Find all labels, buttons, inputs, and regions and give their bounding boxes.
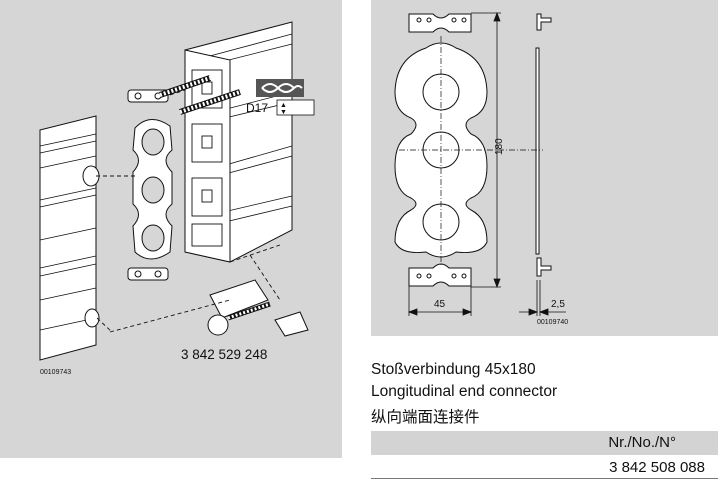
order-number-header: Nr./No./N° bbox=[608, 434, 676, 451]
technical-drawing-panel: 180 45 2,5 00109740 bbox=[371, 0, 718, 336]
assembly-drawing-panel: ▲ ▼ D17 00109743 bbox=[0, 0, 342, 458]
height-dimension: 180 bbox=[494, 138, 505, 155]
assembly-drawing: ▲ ▼ D17 00109743 bbox=[39, 21, 315, 376]
callout-label: D17 bbox=[246, 101, 268, 115]
product-title-en: Longitudinal end connector bbox=[371, 383, 558, 400]
svg-text:▲: ▲ bbox=[280, 102, 287, 109]
left-drawing-code: 00109743 bbox=[40, 369, 71, 376]
product-title-de: Stoßverbindung 45x180 bbox=[371, 361, 536, 378]
technical-drawing: 180 45 2,5 00109740 bbox=[394, 11, 568, 326]
width-dimension: 45 bbox=[434, 299, 446, 310]
order-table-header: Nr./No./N° bbox=[371, 431, 718, 455]
table-divider bbox=[371, 478, 718, 479]
assembly-part-number: 3 842 529 248 bbox=[181, 347, 268, 362]
wrench-size-callout: ▲ ▼ D17 bbox=[246, 79, 315, 116]
thickness-dimension: 2,5 bbox=[551, 299, 565, 310]
right-drawing-code: 00109740 bbox=[537, 319, 568, 326]
product-title-zh: 纵向端面连接件 bbox=[371, 409, 480, 426]
order-number-value: 3 842 508 088 bbox=[609, 459, 705, 476]
svg-text:▼: ▼ bbox=[280, 109, 287, 116]
